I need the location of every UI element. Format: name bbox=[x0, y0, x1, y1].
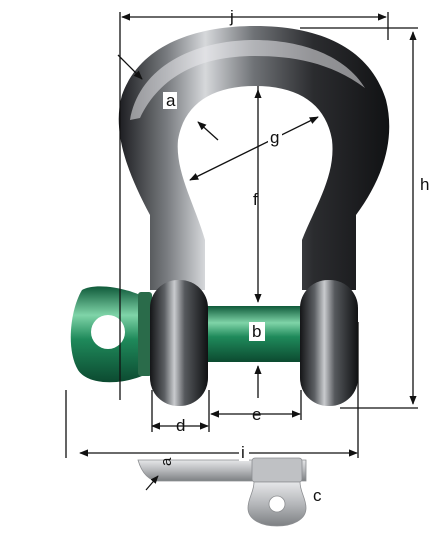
dim-a-side-pointer bbox=[145, 475, 159, 491]
dimension-labels: j a g f h b d e i a c bbox=[158, 7, 429, 505]
pin-collar bbox=[138, 292, 152, 376]
side-view-pin-head bbox=[251, 457, 303, 483]
shackle-right-leg bbox=[300, 280, 358, 406]
label-b: b bbox=[252, 322, 261, 341]
side-view-lug-hole bbox=[268, 495, 286, 513]
shackle-side-view bbox=[137, 457, 307, 527]
label-j: j bbox=[229, 7, 234, 26]
label-a: a bbox=[166, 91, 176, 110]
shackle-illustration bbox=[70, 26, 390, 406]
label-h: h bbox=[420, 175, 429, 194]
label-g-bg bbox=[268, 129, 282, 146]
dim-g-line bbox=[189, 116, 319, 181]
label-e: e bbox=[252, 405, 261, 424]
label-i-bg bbox=[239, 443, 249, 461]
dimension-lines bbox=[65, 12, 418, 458]
dim-g-pointer bbox=[197, 121, 219, 141]
label-f: f bbox=[253, 190, 258, 209]
pin-eye-hole bbox=[91, 315, 125, 349]
shackle-bow-highlight bbox=[130, 39, 365, 120]
label-b-bg bbox=[249, 322, 265, 341]
label-c: c bbox=[313, 486, 322, 505]
label-a-side: a bbox=[158, 457, 175, 466]
label-i: i bbox=[241, 443, 245, 462]
label-a-bg bbox=[163, 92, 177, 109]
label-g: g bbox=[270, 128, 279, 147]
label-d: d bbox=[176, 416, 185, 435]
dim-a-pointer bbox=[117, 54, 143, 80]
shackle-bow bbox=[118, 26, 390, 290]
shackle-left-leg bbox=[150, 280, 208, 406]
